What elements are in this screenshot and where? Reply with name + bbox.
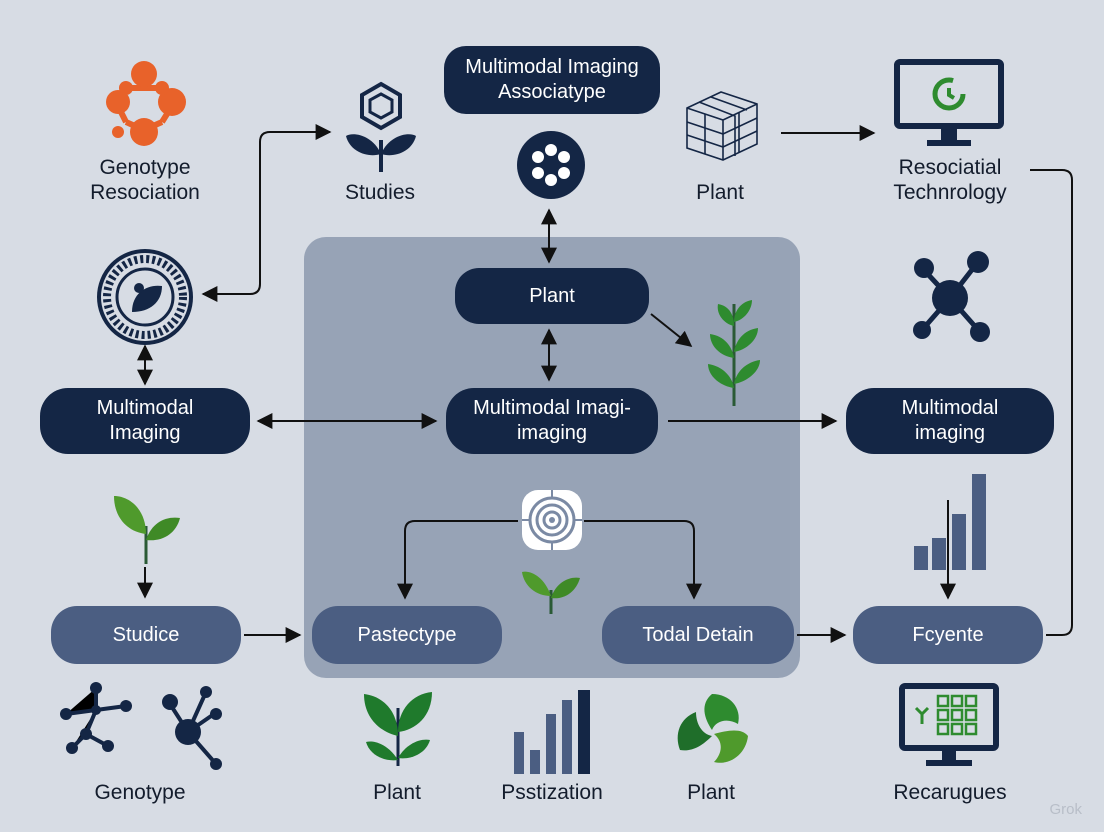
- bar-chart-icon: [914, 474, 986, 570]
- watermark: Grok: [1049, 801, 1082, 818]
- label-plant-top: Plant: [696, 181, 744, 204]
- label-genotype-resociation: Genotype Resociation: [90, 156, 200, 204]
- green-sprout-icon: [114, 496, 180, 564]
- green-swirl-icon: [677, 694, 748, 763]
- orange-molecule-ring-icon: [106, 61, 186, 146]
- link-monitor-fcyente: [1030, 169, 1073, 636]
- link-plant-branch: [650, 313, 693, 347]
- molecule-branch-icon: [60, 682, 132, 754]
- label-resociatial-technorlogy: Resociatial Technrology: [893, 156, 1007, 204]
- green-leaf-branch-icon: [708, 300, 760, 406]
- node-plant-center: Plant: [455, 268, 649, 324]
- seal-leaf-icon: [97, 249, 193, 345]
- molecule-cluster-icon: [162, 686, 222, 770]
- node-fcyente: Fcyente: [853, 606, 1043, 664]
- network-node-icon: [913, 251, 990, 342]
- node-multimodal-imaging-left: Multimodal Imaging: [40, 388, 250, 454]
- node-multimodal-imaging-associatype: Multimodal Imaging Associatype: [444, 46, 660, 114]
- target-rings-icon: [522, 490, 582, 550]
- label-recarugues: Recarugues: [893, 781, 1007, 804]
- label-studies: Studies: [344, 181, 416, 204]
- link-target-todal: [584, 520, 702, 600]
- node-studice: Studice: [51, 606, 241, 664]
- watermark-text: Grok: [1049, 801, 1082, 818]
- bar-chart-bottom-icon: [514, 690, 590, 774]
- label-plant-bottom-1: Plant: [373, 781, 421, 804]
- node-multimodal-imagi-imaging-center: Multimodal Imagi- imaging: [446, 388, 658, 454]
- node-pastectype: Pastectype: [312, 606, 502, 664]
- label-pssstization: Psstization: [501, 781, 603, 804]
- dot-circle-icon: [517, 131, 585, 199]
- monitor-grid-icon: [899, 683, 999, 766]
- label-genotype-bottom: Genotype: [94, 781, 186, 804]
- node-multimodal-imaging-right: Multimodal imaging: [846, 388, 1054, 454]
- link-seal-studies: [201, 124, 332, 302]
- node-todal-detain: Todal Detain: [602, 606, 794, 664]
- hexagon-plant-icon: [346, 81, 416, 172]
- monitor-refresh-icon: [894, 59, 1004, 146]
- label-plant-bottom-2: Plant: [687, 781, 735, 804]
- link-target-pastectype: [397, 520, 518, 600]
- wireframe-cube-icon: [686, 91, 758, 161]
- green-plant-icon: [364, 692, 432, 766]
- green-sprout-small-icon: [522, 571, 580, 614]
